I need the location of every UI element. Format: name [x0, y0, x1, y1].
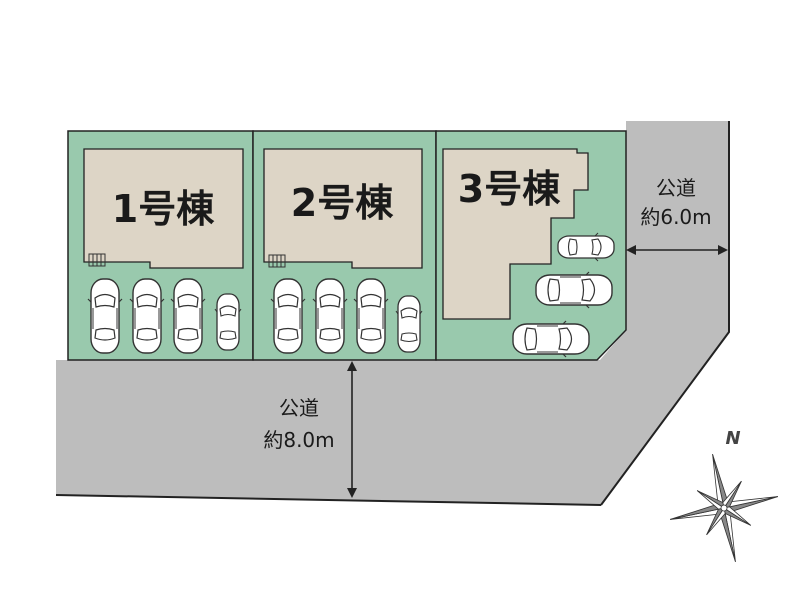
east-road-name: 公道: [656, 176, 696, 200]
lot-1-label: 1号棟: [112, 187, 215, 231]
lot-3-label: 3号棟: [458, 167, 561, 211]
dimension-arrow-east: [626, 245, 728, 255]
house-2-footprint: [263, 148, 423, 269]
car-icon: [353, 278, 389, 354]
road-south: [56, 360, 601, 505]
dimension-arrow-south: [347, 361, 357, 498]
car-icon: [214, 293, 242, 351]
east-road-width: 約6.0m: [640, 205, 711, 229]
stairs-icon-lot-1: [88, 253, 106, 267]
car-icon: [270, 278, 306, 354]
car-icon: [535, 271, 613, 309]
road-edge-east: [600, 121, 730, 506]
road-edge-south: [55, 494, 602, 506]
car-icon: [170, 278, 206, 354]
compass-rose-icon: [670, 454, 778, 562]
car-icon: [512, 320, 590, 358]
car-icon: [312, 278, 348, 354]
car-icon: [87, 278, 123, 354]
house-3-footprint: [442, 148, 589, 320]
south-road-width: 約8.0m: [263, 428, 334, 452]
house-1-footprint: [83, 148, 244, 269]
car-icon: [395, 295, 423, 353]
south-road-name: 公道: [279, 396, 319, 420]
road-east: [600, 121, 730, 505]
car-icon: [129, 278, 165, 354]
compass-north-label: N: [725, 428, 740, 449]
lot-2-label: 2号棟: [291, 181, 394, 225]
car-icon: [557, 232, 615, 262]
stairs-icon-lot-2: [268, 254, 286, 268]
